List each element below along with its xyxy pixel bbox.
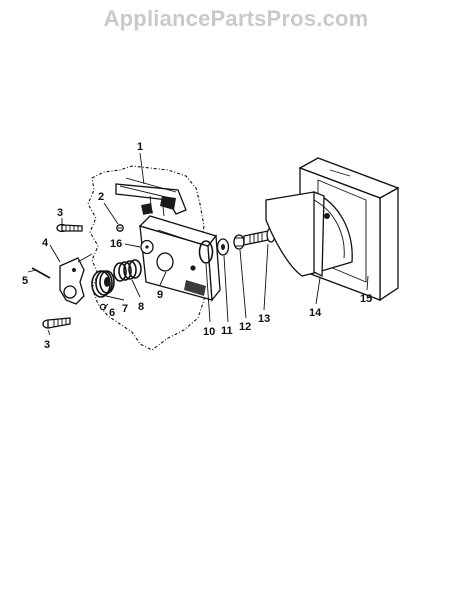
callout-5: 5 (22, 275, 28, 287)
callout-8: 8 (138, 301, 144, 313)
callout-9: 9 (157, 289, 163, 301)
part-1-bracket (115, 177, 187, 217)
callout-3-lower: 3 (44, 339, 50, 351)
watermark-logo: AppliancePartsPros.com (103, 6, 369, 31)
callout-labels: 1 2 3 4 16 5 6 7 8 9 3 10 11 12 13 14 15 (22, 141, 372, 351)
callout-12: 12 (239, 321, 251, 333)
part-5-pin (31, 267, 51, 279)
part-8-spring (113, 259, 142, 282)
leader-lines (27, 152, 369, 336)
callout-2: 2 (98, 191, 104, 203)
part-12-nut (233, 234, 245, 250)
callout-15: 15 (360, 293, 372, 305)
callout-11: 11 (221, 325, 233, 337)
part-10-seal (198, 240, 214, 264)
callout-6: 6 (109, 307, 115, 319)
callout-1: 1 (137, 141, 143, 153)
part-2-screw (116, 224, 124, 232)
part-3-screw-lower (42, 317, 71, 329)
part-9-housing (138, 215, 221, 302)
callout-14: 14 (309, 307, 322, 319)
callout-4: 4 (42, 237, 49, 249)
part-11-washer (216, 238, 230, 256)
callout-13: 13 (258, 313, 270, 325)
part-14-cover (265, 191, 353, 278)
callout-16: 16 (110, 238, 122, 250)
callout-10: 10 (203, 326, 215, 338)
part-4-lever (59, 253, 93, 305)
part-16-disc (140, 239, 154, 255)
part-7-coil (91, 270, 115, 298)
part-3-screw-upper (56, 223, 83, 233)
callout-3-upper: 3 (57, 207, 63, 219)
callout-7: 7 (122, 303, 128, 315)
